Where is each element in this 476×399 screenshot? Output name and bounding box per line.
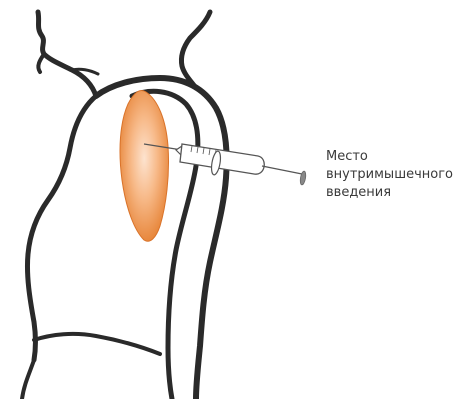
- injection-site-label: Место внутримышечного введения: [326, 148, 476, 202]
- deltoid-muscle-icon: [120, 91, 169, 242]
- arm-outline-icon: [22, 12, 227, 399]
- syringe-barrel: [180, 144, 264, 174]
- label-line-2: внутримышечного: [326, 166, 476, 184]
- label-line-1: Место: [326, 148, 476, 166]
- neck-left-contour: [38, 12, 96, 96]
- neck-right-contour: [181, 12, 210, 88]
- syringe-plunger: [262, 166, 302, 174]
- neck-detail-line: [38, 54, 44, 72]
- label-line-3: введения: [326, 184, 476, 202]
- syringe-thumb-rest: [299, 171, 306, 186]
- arm-left-contour: [27, 96, 96, 360]
- armpit-contour: [34, 334, 160, 354]
- torso-left-contour: [22, 360, 34, 399]
